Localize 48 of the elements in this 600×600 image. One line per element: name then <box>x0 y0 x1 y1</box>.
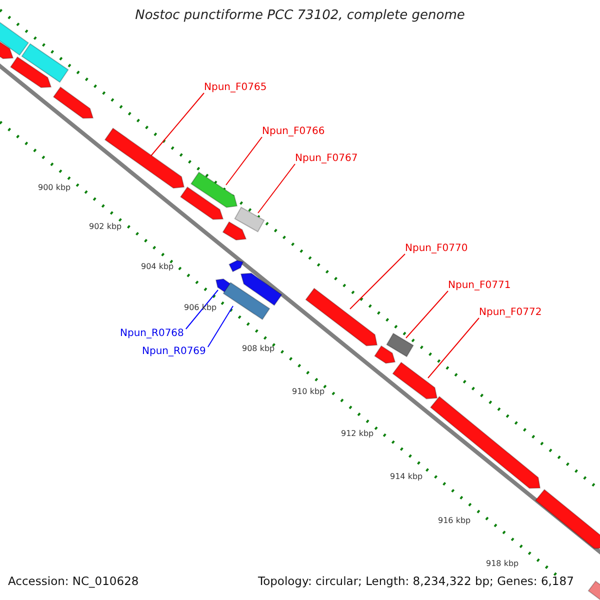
scale-label: 908 kbp <box>242 343 275 355</box>
gene-feature <box>430 396 541 489</box>
gene-feature <box>180 186 224 220</box>
diagram-title: Nostoc punctiforme PCC 73102, complete genome <box>134 10 466 22</box>
leader-line <box>185 290 218 330</box>
leader-line <box>150 92 204 158</box>
gene-feature <box>222 221 247 241</box>
scale-label: 912 kbp <box>341 428 374 440</box>
gene-feature <box>240 272 282 306</box>
leader-line <box>207 306 234 348</box>
gene-feature <box>392 362 438 400</box>
gene-label: Npun_F0765 <box>204 82 267 94</box>
leader-line <box>406 290 448 338</box>
scale-label: 918 kbp <box>486 558 519 570</box>
accession-text: Accession: NC_010628 <box>8 575 139 587</box>
gene-feature <box>234 206 265 232</box>
gene-label: Npun_R0768 <box>120 328 184 340</box>
gene-feature <box>228 260 244 272</box>
gene-feature <box>534 488 600 549</box>
scale-label: 900 kbp <box>38 182 71 194</box>
gene-label: Npun_F0771 <box>448 280 511 292</box>
gene-feature <box>190 172 238 208</box>
leader-line <box>226 136 262 186</box>
gene-feature <box>386 332 414 358</box>
gene-feature <box>374 345 396 364</box>
gene-feature <box>222 282 270 320</box>
gene-label: Npun_R0769 <box>142 346 206 358</box>
scale-label: 906 kbp <box>184 302 217 314</box>
gene-label: Npun_F0770 <box>405 243 468 255</box>
scale-label: 902 kbp <box>89 221 122 233</box>
leader-line <box>258 164 296 214</box>
scale-label: 910 kbp <box>292 386 325 398</box>
gene-feature <box>21 43 69 83</box>
gene-feature <box>305 288 378 346</box>
gene-feature <box>104 128 185 189</box>
leader-line <box>428 318 480 378</box>
gene-label: Npun_F0766 <box>262 126 325 138</box>
scale-label: 914 kbp <box>390 471 423 483</box>
gene-feature <box>0 19 30 56</box>
gene-feature <box>588 580 600 600</box>
gene-label: Npun_F0772 <box>479 307 542 319</box>
leader-line <box>350 254 406 310</box>
gene-feature <box>52 86 94 119</box>
gene-label: Npun_F0767 <box>295 153 358 165</box>
scale-label: 904 kbp <box>141 261 174 273</box>
scale-label: 916 kbp <box>438 515 471 527</box>
gene-feature <box>10 56 52 88</box>
topology-text: Topology: circular; Length: 8,234,322 bp; Genes: 6,187 <box>258 575 574 587</box>
